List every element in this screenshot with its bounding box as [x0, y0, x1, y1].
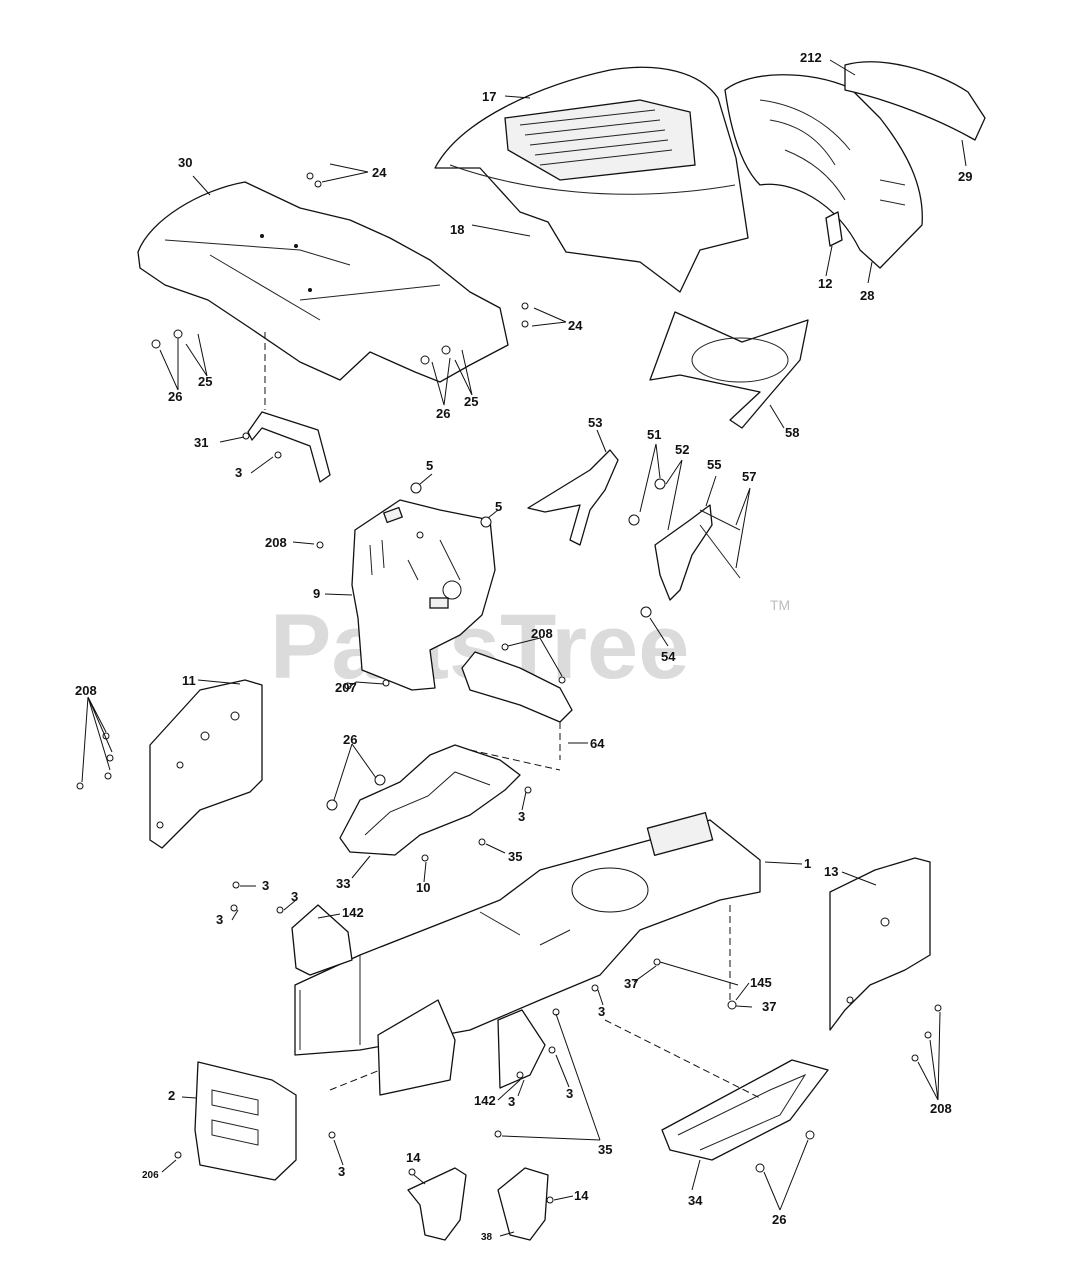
- leader-lines: [81, 59, 967, 1237]
- callout-64: 64: [590, 736, 605, 751]
- callout-208-left: 208: [75, 683, 97, 698]
- dashed-line-34: [604, 1019, 761, 1099]
- callout-5-left: 5: [426, 458, 433, 473]
- rod-57-lines: [699, 509, 741, 579]
- callout-18: 18: [450, 222, 464, 237]
- callout-9: 9: [313, 586, 320, 601]
- callout-55: 55: [707, 457, 721, 472]
- callout-labels: 212 17 30 24 29 18 12 28 24 25 26 26 25 …: [75, 50, 972, 1243]
- fasteners: [76, 172, 942, 1204]
- callout-26-frame: 26: [343, 732, 357, 747]
- callout-11: 11: [182, 673, 196, 688]
- callout-142-lower: 142: [474, 1093, 496, 1108]
- callout-26-center: 26: [436, 406, 450, 421]
- callout-26-bottom: 26: [772, 1212, 786, 1227]
- main-frame-part: [294, 811, 761, 1056]
- callout-37-right: 37: [762, 999, 776, 1014]
- callout-25-left: 25: [198, 374, 212, 389]
- callout-3-lower-b: 3: [566, 1086, 573, 1101]
- callout-34: 34: [688, 1193, 703, 1208]
- plate-part: [377, 999, 456, 1096]
- callout-51: 51: [647, 427, 661, 442]
- callout-207: 207: [335, 680, 357, 695]
- callout-3-frame: 3: [518, 809, 525, 824]
- callout-3-frame-right: 3: [598, 1004, 605, 1019]
- callout-37-left: 37: [624, 976, 638, 991]
- latch-part: [825, 211, 843, 247]
- callout-14-left: 14: [406, 1150, 421, 1165]
- callout-208-mid: 208: [531, 626, 553, 641]
- callout-58: 58: [785, 425, 799, 440]
- callout-26-left: 26: [168, 389, 182, 404]
- callout-35-upper: 35: [508, 849, 522, 864]
- bracket-31-part: [242, 411, 331, 483]
- callout-57: 57: [742, 469, 756, 484]
- grille-part: [724, 61, 986, 269]
- callout-206: 206: [142, 1170, 159, 1181]
- callout-28: 28: [860, 288, 874, 303]
- dash-panel-part: [351, 499, 496, 691]
- callout-3-upper: 3: [235, 465, 242, 480]
- callout-142-upper: 142: [342, 905, 364, 920]
- dashed-line-64: [469, 749, 561, 771]
- bracket-53-part: [527, 449, 619, 546]
- callout-24-right: 24: [568, 318, 583, 333]
- bracket-142a-part: [291, 904, 353, 976]
- callout-30: 30: [178, 155, 192, 170]
- side-panel-11-part: [149, 679, 263, 849]
- callout-35-lower: 35: [598, 1142, 612, 1157]
- bracket-64-part: [461, 651, 573, 760]
- callout-10: 10: [416, 880, 430, 895]
- callout-17: 17: [482, 89, 496, 104]
- callout-54: 54: [661, 649, 676, 664]
- callout-3-bolt-a: 3: [262, 878, 269, 893]
- dashed-line-2: [329, 1069, 381, 1091]
- callout-12: 12: [818, 276, 832, 291]
- shroud-part: [649, 311, 809, 429]
- callout-14-right: 14: [574, 1188, 589, 1203]
- callout-13: 13: [824, 864, 838, 879]
- callout-38: 38: [481, 1232, 493, 1243]
- sub-frame-part: [339, 744, 521, 856]
- callout-3-front: 3: [338, 1164, 345, 1179]
- callout-5-right: 5: [495, 499, 502, 514]
- fender-part: [137, 181, 509, 383]
- callout-3-lower-a: 3: [508, 1094, 515, 1109]
- callout-1: 1: [804, 856, 811, 871]
- callout-3-bolt-b: 3: [291, 889, 298, 904]
- side-panel-13-part: [829, 857, 931, 1031]
- callout-3-bolt-c: 3: [216, 912, 223, 927]
- callout-33: 33: [336, 876, 350, 891]
- callout-53: 53: [588, 415, 602, 430]
- callout-31: 31: [194, 435, 208, 450]
- callout-24-top: 24: [372, 165, 387, 180]
- callout-208-right: 208: [930, 1101, 952, 1116]
- callout-29: 29: [958, 169, 972, 184]
- foot-plate-part: [661, 1059, 829, 1161]
- bracket-142b-part: [497, 1009, 546, 1089]
- rod-145-part: [659, 961, 739, 986]
- callout-52: 52: [675, 442, 689, 457]
- bracket-38b-part: [497, 1167, 549, 1241]
- front-plate-part: [194, 1061, 297, 1181]
- watermark-trademark: TM: [770, 597, 790, 613]
- bracket-55-part: [654, 504, 713, 601]
- callout-25-center: 25: [464, 394, 478, 409]
- callout-145: 145: [750, 975, 772, 990]
- callout-208-dash: 208: [265, 535, 287, 550]
- hood-part: [434, 66, 749, 293]
- bracket-38a-part: [407, 1167, 467, 1241]
- callout-212: 212: [800, 50, 822, 65]
- callout-2: 2: [168, 1088, 175, 1103]
